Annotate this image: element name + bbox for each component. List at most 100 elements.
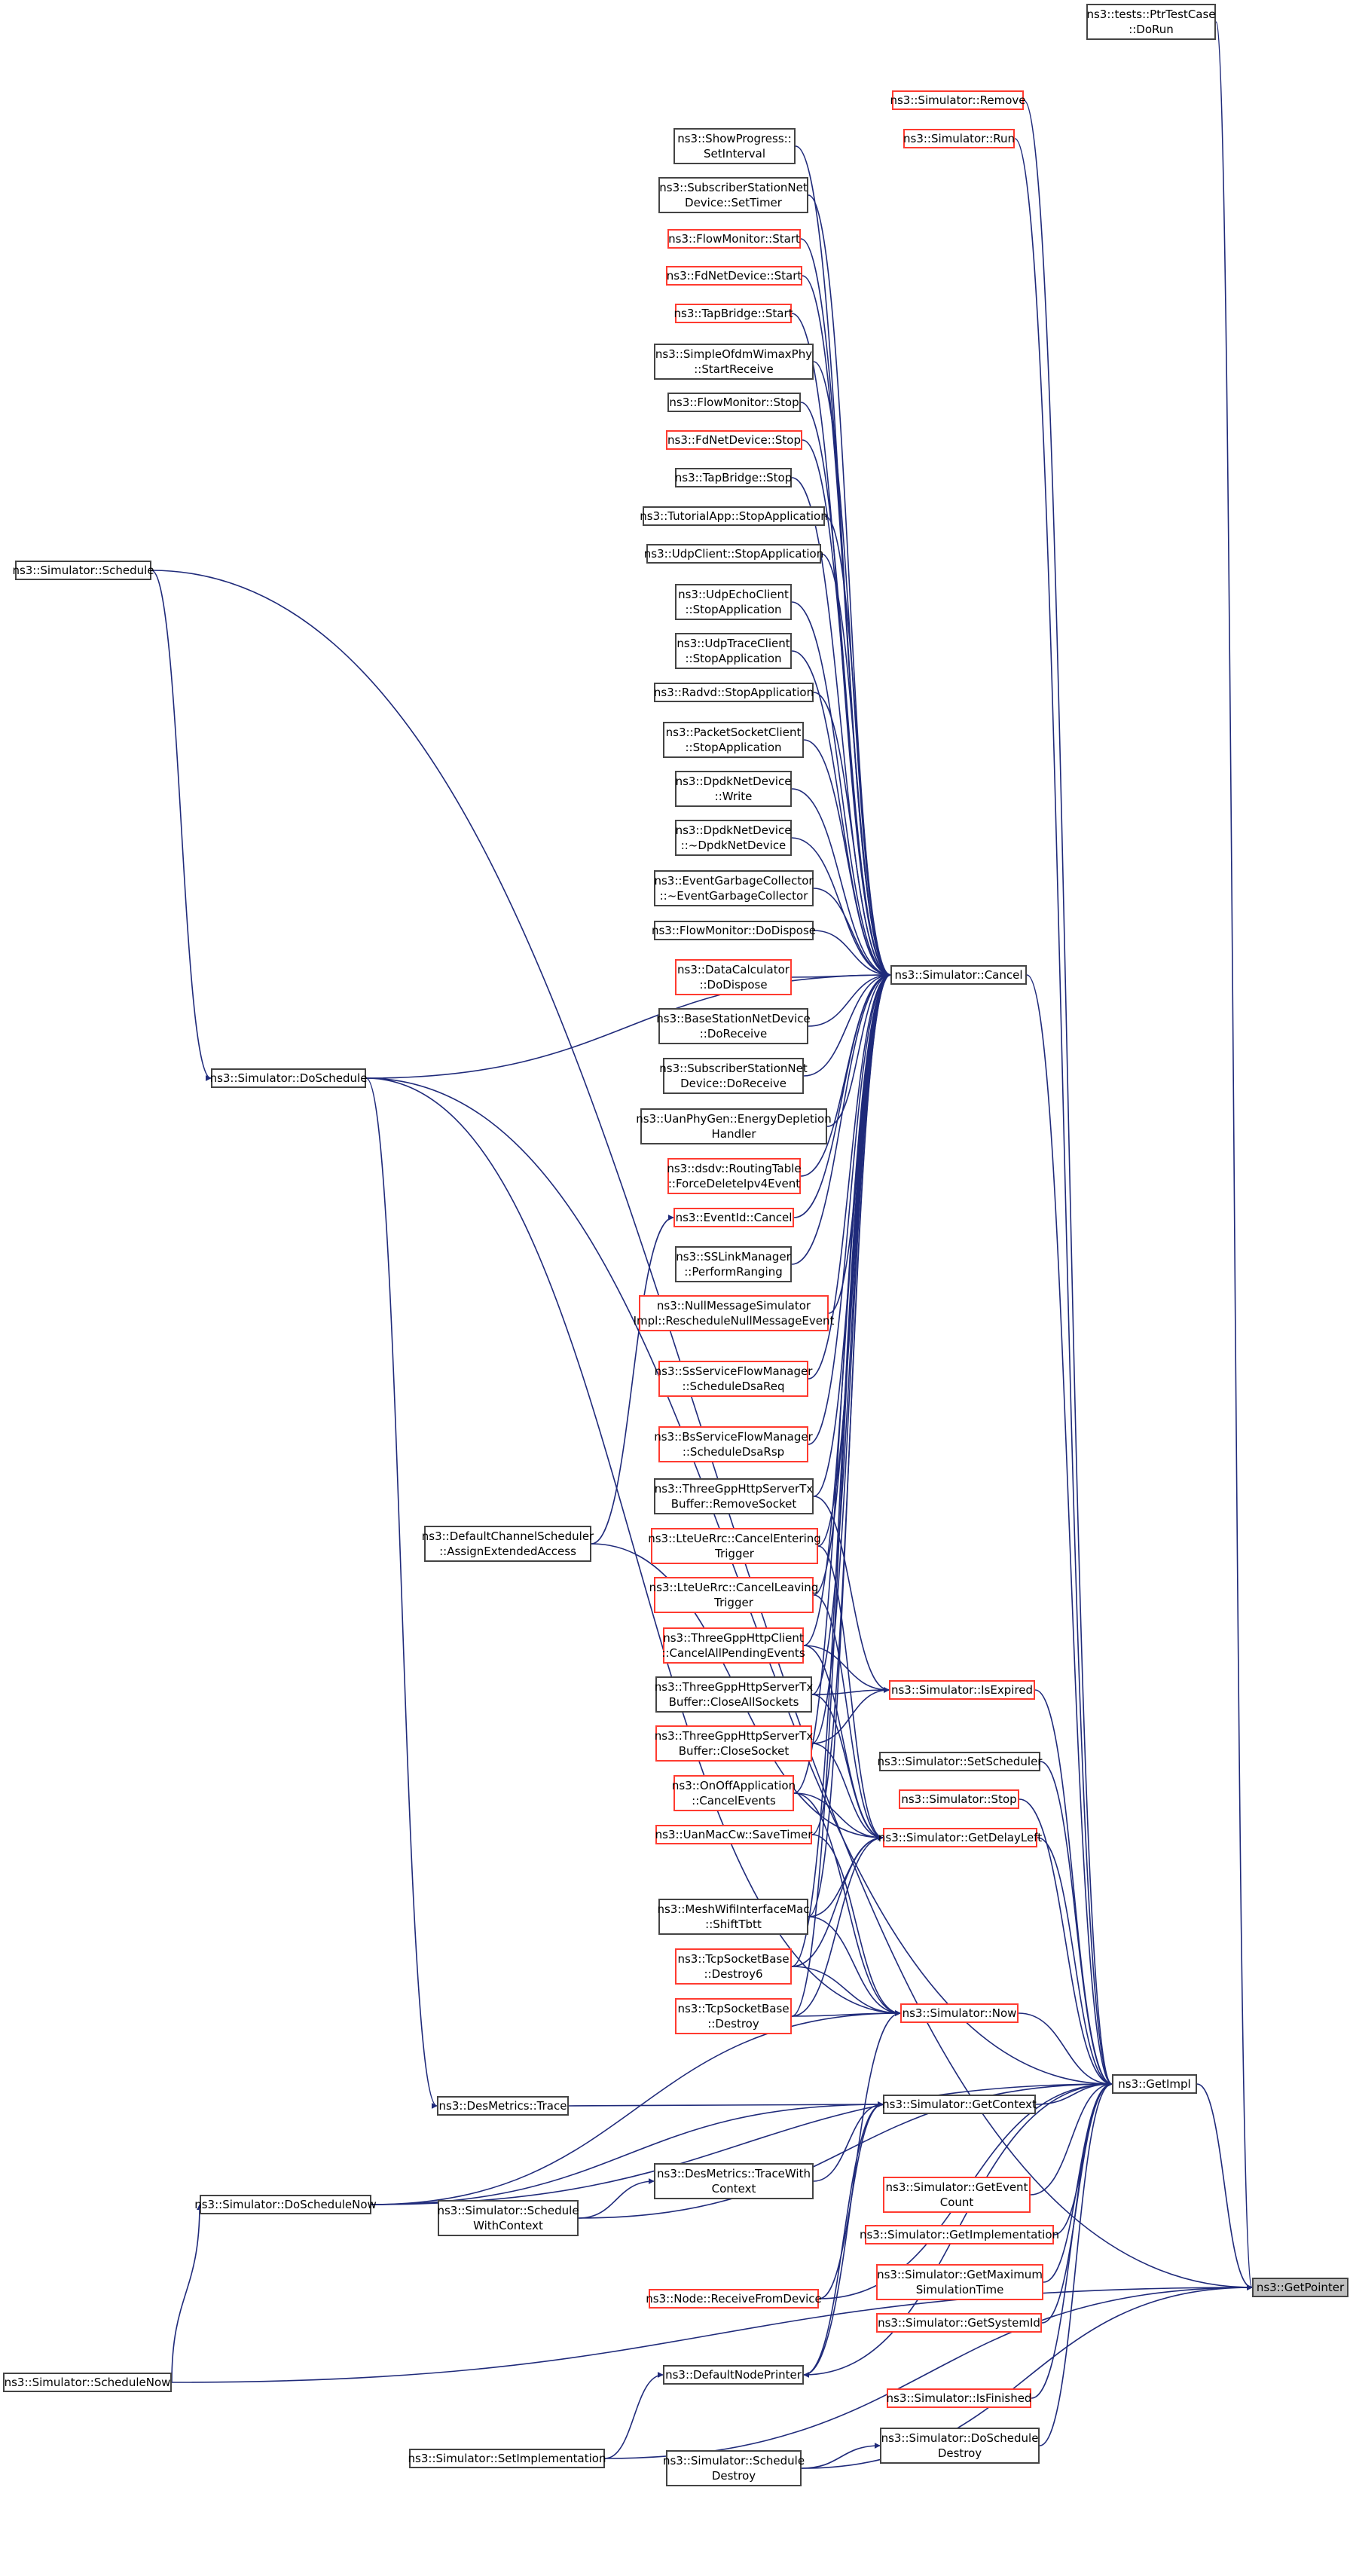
node-getimpl[interactable]: ns3::GetImpl [1112, 2074, 1197, 2094]
edge-defnodeprinter-to-getcontext [803, 2101, 884, 2376]
node-udpclient[interactable]: ns3::UdpClient::StopApplication [644, 544, 823, 564]
node-now[interactable]: ns3::Simulator::Now [900, 2003, 1019, 2023]
node-showprogress[interactable]: ns3::ShowProgress::SetInterval [673, 128, 796, 164]
node-label-line: ns3::TcpSocketBase [677, 2002, 790, 2015]
node-ptrtestcase[interactable]: ns3::tests::PtrTestCase::DoRun [1086, 4, 1216, 40]
node-sslink[interactable]: ns3::SSLinkManager::PerformRanging [675, 1246, 792, 1282]
node-assignext[interactable]: ns3::DefaultChannelScheduler::AssignExte… [422, 1526, 594, 1562]
node-label-line: SetInterval [703, 147, 766, 160]
node-tap-stop[interactable]: ns3::TapBridge::Stop [675, 468, 792, 487]
node-meshwifi[interactable]: ns3::MeshWifiInterfaceMac::ShiftTbtt [657, 1899, 810, 1935]
node-label-line: Context [711, 2182, 756, 2196]
edge-dsdv-to-cancel [800, 972, 891, 1177]
edge-tgpp_remove-to-isexpired [813, 1496, 890, 1693]
node-tgpp-cancelall[interactable]: ns3::ThreeGppHttpClient::CancelAllPendin… [661, 1627, 805, 1664]
node-desmetrics-trace[interactable]: ns3::DesMetrics::Trace [437, 2096, 569, 2116]
edge-udpecho-to-cancel [791, 601, 891, 978]
node-setscheduler[interactable]: ns3::Simulator::SetScheduler [878, 1752, 1042, 1771]
node-getdelayleft[interactable]: ns3::Simulator::GetDelayLeft [878, 1828, 1042, 1847]
node-schedule[interactable]: ns3::Simulator::Schedule [12, 561, 154, 580]
node-dpdk-write[interactable]: ns3::DpdkNetDevice::Write [675, 771, 792, 807]
node-defnodeprinter[interactable]: ns3::DefaultNodePrinter [663, 2365, 804, 2385]
node-label-line: ns3::DefaultNodePrinter [665, 2368, 802, 2382]
node-simpleofdm[interactable]: ns3::SimpleOfdmWimaxPhy::StartReceive [654, 344, 814, 380]
node-dpdk-dtor[interactable]: ns3::DpdkNetDevice::~DpdkNetDevice [675, 820, 792, 856]
node-label-line: ns3::SimpleOfdmWimaxPhy [655, 347, 813, 361]
node-label-line: ns3::GetPointer [1256, 2281, 1345, 2294]
node-udpecho[interactable]: ns3::UdpEchoClient::StopApplication [675, 584, 792, 620]
node-label-line: Impl::RescheduleNullMessageEvent [633, 1314, 835, 1328]
node-label-line: ns3::Simulator::ScheduleNow [4, 2376, 171, 2389]
node-dsdv[interactable]: ns3::dsdv::RoutingTable::ForceDeleteIpv4… [667, 1158, 802, 1194]
node-label-line: ns3::Simulator::GetDelayLeft [878, 1831, 1043, 1844]
node-isexpired[interactable]: ns3::Simulator::IsExpired [889, 1680, 1035, 1700]
node-tap-start[interactable]: ns3::TapBridge::Start [674, 304, 793, 323]
node-label-line: ns3::Simulator::IsFinished [886, 2391, 1032, 2405]
node-ssflow[interactable]: ns3::SsServiceFlowManager::ScheduleDsaRe… [655, 1361, 812, 1397]
node-doschedulenow[interactable]: ns3::Simulator::DoScheduleNow [194, 2195, 377, 2214]
node-setimpl[interactable]: ns3::Simulator::SetImplementation [408, 2449, 606, 2468]
node-fd-start[interactable]: ns3::FdNetDevice::Start [666, 266, 802, 286]
node-fm-stop[interactable]: ns3::FlowMonitor::Stop [667, 393, 801, 412]
node-datacalc[interactable]: ns3::DataCalculator::DoDispose [675, 959, 792, 995]
edge-setscheduler-to-getimpl [1040, 1761, 1113, 2087]
node-run[interactable]: ns3::Simulator::Run [903, 129, 1015, 148]
node-label-line: ns3::Simulator::GetSystemId [878, 2316, 1040, 2330]
node-label-line: ::StartReceive [694, 362, 774, 376]
node-fd-stop[interactable]: ns3::FdNetDevice::Stop [666, 430, 802, 450]
node-label-line: ns3::Simulator::IsExpired [890, 1683, 1034, 1697]
node-udptrace[interactable]: ns3::UdpTraceClient::StopApplication [675, 633, 792, 669]
node-radvd[interactable]: ns3::Radvd::StopApplication [654, 683, 814, 702]
node-getcontext[interactable]: ns3::Simulator::GetContext [882, 2095, 1037, 2114]
node-fm-dispose[interactable]: ns3::FlowMonitor::DoDispose [652, 921, 816, 940]
node-node-recv[interactable]: ns3::Node::ReceiveFromDevice [646, 2289, 822, 2309]
node-getimplementation[interactable]: ns3::Simulator::GetImplementation [860, 2225, 1059, 2244]
node-getsystemid[interactable]: ns3::Simulator::GetSystemId [876, 2313, 1042, 2333]
node-label-line: ns3::LteUeRrc::CancelLeaving [649, 1581, 819, 1594]
node-isfinished[interactable]: ns3::Simulator::IsFinished [887, 2388, 1031, 2408]
node-doschedule[interactable]: ns3::Simulator::DoSchedule [210, 1068, 367, 1088]
node-label-line: ns3::Simulator::GetEvent [885, 2180, 1028, 2194]
node-label-line: ns3::ThreeGppHttpServerTx [654, 1680, 814, 1694]
node-label-line: ns3::ThreeGppHttpClient [663, 1631, 804, 1645]
node-schedulenow[interactable]: ns3::Simulator::ScheduleNow [3, 2373, 172, 2392]
node-stop[interactable]: ns3::Simulator::Stop [899, 1789, 1019, 1809]
node-label-line: ns3::TapBridge::Stop [674, 471, 793, 484]
node-egc[interactable]: ns3::EventGarbageCollector::~EventGarbag… [654, 870, 814, 906]
node-remove[interactable]: ns3::Simulator::Remove [890, 90, 1026, 110]
node-label-line: ns3::TutorialApp::StopApplication [640, 509, 828, 523]
edge-dpdk_write-to-cancel [791, 788, 891, 978]
node-packetsocket[interactable]: ns3::PacketSocketClient::StopApplication [663, 722, 804, 758]
node-onoff[interactable]: ns3::OnOffApplication::CancelEvents [672, 1775, 796, 1811]
node-fm-start[interactable]: ns3::FlowMonitor::Start [667, 229, 801, 249]
node-getpointer[interactable]: ns3::GetPointer [1252, 2278, 1348, 2297]
node-eventid-cancel[interactable]: ns3::EventId::Cancel [673, 1208, 794, 1227]
node-tutorial[interactable]: ns3::TutorialApp::StopApplication [640, 506, 828, 526]
node-label-line: ns3::Simulator::DoScheduleNow [194, 2198, 377, 2211]
node-uanmac[interactable]: ns3::UanMacCw::SaveTimer [655, 1825, 812, 1844]
node-tcp-destroy6[interactable]: ns3::TcpSocketBase::Destroy6 [675, 1948, 792, 1985]
node-bsflow[interactable]: ns3::BsServiceFlowManager::ScheduleDsaRs… [654, 1426, 813, 1462]
node-label-line: ns3::ThreeGppHttpServerTx [654, 1482, 814, 1496]
node-label-line: ns3::EventGarbageCollector [654, 874, 814, 888]
node-bsnd-recv[interactable]: ns3::BaseStationNetDevice::DoReceive [656, 1008, 811, 1044]
node-tcp-destroy[interactable]: ns3::TcpSocketBase::Destroy [675, 1998, 792, 2034]
node-label-line: SimulationTime [915, 2283, 1004, 2296]
node-label-line: ns3::DesMetrics::TraceWith [657, 2167, 811, 2180]
node-cancel[interactable]: ns3::Simulator::Cancel [890, 965, 1027, 985]
